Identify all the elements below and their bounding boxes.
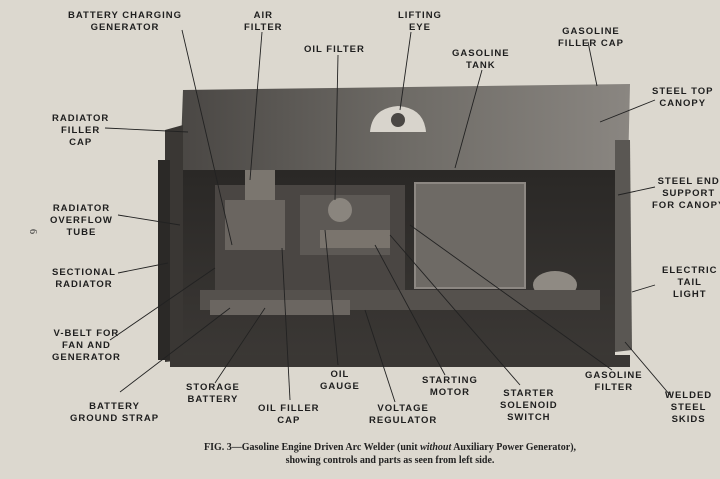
label-oil-gauge: OIL GAUGE (320, 369, 360, 392)
label-oil-filler-cap: OIL FILLER CAP (258, 403, 320, 426)
label-steel-top-canopy: STEEL TOP CANOPY (652, 86, 714, 109)
label-battery-ground-strap: BATTERY GROUND STRAP (70, 401, 160, 424)
welded-steel-skids (170, 355, 630, 367)
leader-lines (104, 29, 671, 403)
label-air-filter: AIR FILTER (244, 10, 283, 33)
label-storage-battery: STORAGE BATTERY (186, 382, 240, 405)
label-starting-motor: STARTING MOTOR (422, 375, 478, 398)
sectional-radiator (158, 160, 170, 360)
page-number: 6 (27, 229, 38, 234)
label-battery-charging-generator: BATTERY CHARGING GENERATOR (68, 10, 182, 33)
label-sectional-radiator: SECTIONAL RADIATOR (52, 267, 116, 290)
label-radiator-filler-cap: RADIATOR FILLER CAP (52, 113, 110, 148)
label-gasoline-filter: GASOLINE FILTER (585, 370, 643, 393)
label-oil-filter: OIL FILTER (304, 44, 365, 55)
label-steel-end-support: STEEL END SUPPORT FOR CANOPY (652, 176, 720, 211)
gasoline-tank-box (414, 182, 526, 289)
label-starter-solenoid-switch: STARTER SOLENOID SWITCH (500, 388, 558, 423)
label-voltage-regulator: VOLTAGE REGULATOR (369, 403, 438, 426)
label-v-belt: V-BELT FOR FAN AND GENERATOR (52, 328, 121, 363)
label-radiator-overflow-tube: RADIATOR OVERFLOW TUBE (50, 203, 113, 238)
figure-caption: FIG. 3—Gasoline Engine Driven Arc Welder… (130, 441, 650, 467)
label-lifting-eye: LIFTING EYE (398, 10, 442, 33)
label-welded-steel-skids: WELDED STEEL SKIDS (665, 390, 713, 425)
label-gasoline-filler-cap: GASOLINE FILLER CAP (558, 26, 624, 49)
label-gasoline-tank: GASOLINE TANK (452, 48, 510, 71)
caption-line-2: showing controls and parts as seen from … (285, 455, 495, 466)
label-electric-tail-light: ELECTRIC TAIL LIGHT (662, 265, 718, 300)
steel-end-support (615, 140, 632, 352)
caption-line-1: FIG. 3—Gasoline Engine Driven Arc Welder… (203, 442, 577, 453)
